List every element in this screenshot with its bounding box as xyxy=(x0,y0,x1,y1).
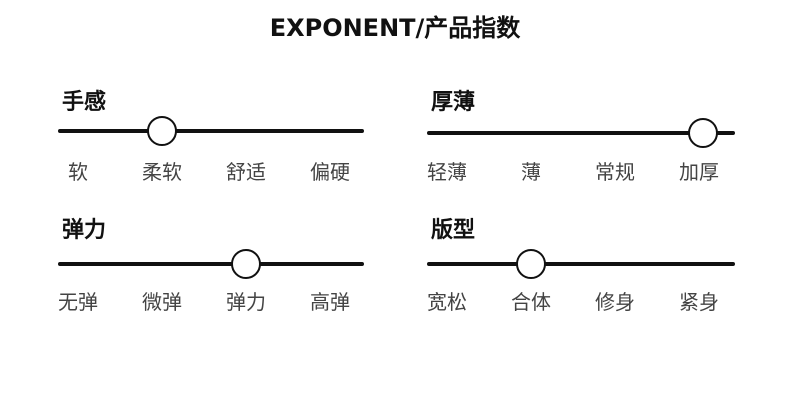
option-label: 软 xyxy=(68,160,88,184)
option-label: 微弹 xyxy=(142,290,182,314)
slider-track[interactable] xyxy=(427,262,735,266)
option-label: 修身 xyxy=(595,290,635,314)
option-label: 偏硬 xyxy=(310,160,350,184)
page-title: EXPONENT/产品指数 xyxy=(269,14,521,42)
metric-elasticity: 弹力 无弹 微弹 弹力 高弹 xyxy=(58,212,368,314)
option-label: 宽松 xyxy=(427,290,467,314)
option-label: 舒适 xyxy=(226,160,266,184)
metric-title: 手感 xyxy=(62,90,107,115)
option-label: 柔软 xyxy=(142,160,182,184)
slider-track[interactable] xyxy=(427,131,735,135)
option-label: 紧身 xyxy=(679,290,719,314)
option-label: 轻薄 xyxy=(427,160,467,184)
metric-title: 版型 xyxy=(431,218,476,243)
metric-hand-feel: 手感 软 柔软 舒适 偏硬 xyxy=(58,84,368,184)
option-label: 弹力 xyxy=(226,290,266,314)
metric-title: 厚薄 xyxy=(431,90,476,115)
option-label: 无弹 xyxy=(58,290,98,314)
option-label: 加厚 xyxy=(679,160,719,184)
slider-knob[interactable] xyxy=(516,249,546,279)
option-label: 薄 xyxy=(521,160,541,184)
option-label: 常规 xyxy=(595,160,635,184)
slider-knob[interactable] xyxy=(231,249,261,279)
slider-knob[interactable] xyxy=(688,118,718,148)
slider-knob[interactable] xyxy=(147,116,177,146)
metric-title: 弹力 xyxy=(62,218,107,243)
metric-fit: 版型 宽松 合体 修身 紧身 xyxy=(427,212,737,314)
option-label: 合体 xyxy=(511,290,551,314)
slider-track[interactable] xyxy=(58,129,364,133)
option-label: 高弹 xyxy=(310,290,350,314)
slider-track[interactable] xyxy=(58,262,364,266)
metric-thickness: 厚薄 轻薄 薄 常规 加厚 xyxy=(427,84,737,184)
